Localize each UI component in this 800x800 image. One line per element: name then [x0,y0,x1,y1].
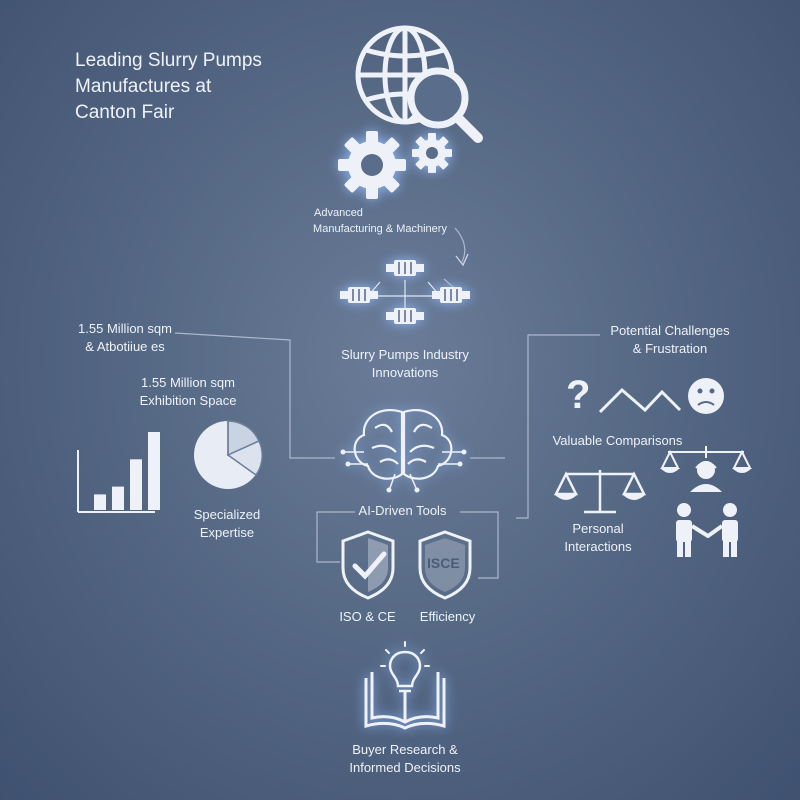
connector-gear-arrow [454,227,466,263]
node-exhibition-space: 1.55 Million sqm Exhibition Space [139,375,237,408]
shield-badge-text: ISCE [427,555,460,571]
node-buyer-research: Buyer Research & Informed Decisions [349,742,461,775]
connector-left [174,332,335,459]
node-advanced-manufacturing: Advanced Manufacturing & Machinery [313,207,447,235]
node-challenges: Potential Challenges & Frustration [610,323,730,356]
node-personal: Personal Interactions [564,521,632,554]
node-area-top: 1.55 Million sqm & Atbotiiue es [78,321,172,354]
node-comparisons: Valuable Comparisons [552,433,683,448]
page-title: Leading Slurry Pumps Manufactures at Can… [75,50,262,123]
node-ai-tools: AI-Driven Tools [358,503,447,518]
arrow-head-icon [455,253,469,267]
question-mark-icon: ? [566,373,591,417]
connector-right [516,334,600,519]
bar-icon-bar [148,432,160,510]
node-specialized-expertise: Specialized Expertise [193,507,261,540]
bar-icon-bar [112,486,124,510]
connector-ai-left [316,511,355,563]
bar-icon-bar [130,459,142,510]
bar-icon-bar [94,494,106,510]
node-slurry-innovations: Slurry Pumps Industry Innovations [341,347,469,380]
node-efficiency: Efficiency [419,609,476,624]
node-iso-ce: ISO & CE [339,609,396,624]
connector-ai-right [460,511,499,579]
